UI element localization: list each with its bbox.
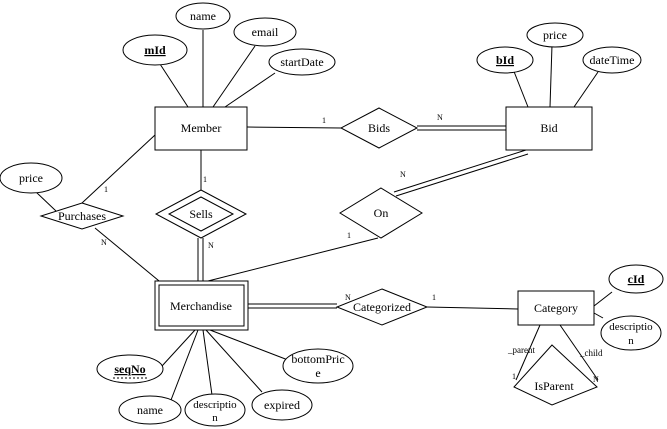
attribute-bottomprice-line2: e	[315, 366, 320, 380]
relationship-bids: Bids	[339, 107, 419, 149]
attribute-datetime-label: dateTime	[590, 53, 635, 67]
cardinality-merch-categorized: N	[345, 293, 351, 302]
entity-merchandise-label: Merchandise	[170, 299, 232, 313]
attribute-startdate-label: startDate	[280, 55, 323, 69]
relationship-categorized: Categorized	[335, 288, 429, 326]
attribute-startdate: startDate	[268, 48, 336, 76]
line-member-startdate	[224, 72, 276, 108]
cardinality-isparent-child: N	[593, 375, 599, 384]
attribute-mid-label: mId	[144, 43, 166, 57]
line-category-description	[593, 312, 604, 319]
relationship-sells: Sells	[154, 189, 248, 239]
attribute-cid-label: cId	[628, 272, 645, 286]
line-member-bids	[246, 126, 342, 129]
attribute-datetime: dateTime	[582, 46, 642, 74]
line-purchases-merch	[94, 227, 171, 291]
cardinality-categorized-category: 1	[432, 293, 436, 302]
line-on-bid-2	[395, 153, 529, 197]
entity-bid: Bid	[505, 106, 593, 151]
relationship-isparent-label: IsParent	[534, 379, 574, 393]
attribute-seqno-label: seqNo	[114, 362, 145, 376]
entity-merchandise: Merchandise	[154, 280, 249, 331]
line-bid-price	[549, 44, 553, 108]
attribute-email: email	[233, 17, 297, 47]
cardinality-isparent-parent: 1	[512, 372, 516, 381]
attribute-bottomprice-line1: bottomPric	[291, 352, 344, 366]
attribute-expired-label: expired	[264, 398, 300, 412]
attribute-member-name: name	[175, 2, 231, 30]
attribute-category-description-line2: n	[628, 335, 634, 347]
line-merch-name	[170, 329, 199, 401]
line-merch-description	[202, 329, 213, 396]
line-categorized-category	[426, 306, 519, 310]
attribute-seqno: seqNo	[96, 354, 164, 384]
line-merch-expired	[205, 329, 263, 393]
line-on-bid-1	[393, 149, 527, 193]
relationship-on-label: On	[374, 206, 389, 220]
role-labels: _parent _child	[507, 345, 603, 358]
cardinality-member-sells: 1	[203, 175, 207, 184]
attribute-member-name-label: name	[190, 9, 216, 23]
attribute-cid: cId	[608, 264, 664, 294]
entity-member-label: Member	[181, 121, 222, 135]
connector-lines	[35, 30, 613, 401]
attribute-merch-description-line1: descriptio	[193, 399, 237, 411]
attribute-email-label: email	[252, 25, 279, 39]
attribute-expired: expired	[251, 389, 313, 421]
attribute-purchases-price-label: price	[19, 171, 43, 185]
cardinality-labels: 1 N 1 N 1 N N 1 N 1 1 N	[101, 113, 599, 384]
entity-member: Member	[154, 106, 248, 151]
role-child: _child	[579, 348, 603, 358]
attribute-bid-id: bId	[476, 46, 534, 74]
attribute-mid: mId	[122, 34, 188, 66]
line-member-mid	[159, 63, 189, 108]
line-isparent-child	[559, 324, 599, 381]
attribute-merch-name-label: name	[137, 403, 163, 417]
relationship-isparent: IsParent	[513, 344, 598, 406]
line-bid-datetime	[573, 71, 599, 108]
cardinality-member-bids: 1	[322, 116, 326, 125]
attribute-bid-price-label: price	[543, 28, 567, 42]
attribute-merch-description: descriptio n	[184, 393, 246, 427]
cardinality-on-merch: 1	[347, 231, 351, 240]
line-purchases-price	[35, 191, 57, 212]
relationship-purchases: Purchases	[39, 202, 125, 230]
role-parent: _parent	[507, 345, 535, 355]
line-member-purchases	[81, 134, 156, 204]
relationship-purchases-label: Purchases	[58, 209, 106, 223]
line-merch-seqno	[161, 329, 196, 367]
cardinality-on-bid: N	[400, 170, 406, 179]
line-isparent-parent	[515, 324, 541, 381]
line-category-cid	[593, 291, 613, 307]
attribute-merch-name: name	[118, 395, 182, 425]
attribute-merch-description-line2: n	[212, 412, 218, 424]
entity-category-label: Category	[534, 301, 578, 315]
cardinality-member-purchases: 1	[104, 185, 108, 194]
relationship-categorized-label: Categorized	[353, 300, 411, 314]
attribute-category-description: descriptio n	[600, 315, 662, 351]
line-on-merch	[207, 237, 379, 282]
relationship-sells-label: Sells	[189, 207, 213, 221]
entity-bid-label: Bid	[540, 121, 557, 135]
attribute-purchases-price: price	[0, 162, 63, 194]
attribute-category-description-line1: descriptio	[609, 321, 653, 333]
line-bid-bid	[512, 68, 529, 108]
cardinality-bids-bid: N	[437, 113, 443, 122]
cardinality-sells-merch: N	[208, 241, 214, 250]
line-merch-bottomprice	[209, 329, 289, 361]
relationship-on: On	[339, 187, 423, 239]
cardinality-purchases-merch: N	[101, 238, 107, 247]
attribute-bid-id-label: bId	[496, 53, 514, 67]
relationship-bids-label: Bids	[368, 121, 390, 135]
line-member-email	[212, 45, 256, 108]
entity-category: Category	[517, 290, 595, 326]
attribute-bid-price: price	[526, 22, 584, 48]
attribute-bottomprice: bottomPric e	[282, 348, 354, 384]
